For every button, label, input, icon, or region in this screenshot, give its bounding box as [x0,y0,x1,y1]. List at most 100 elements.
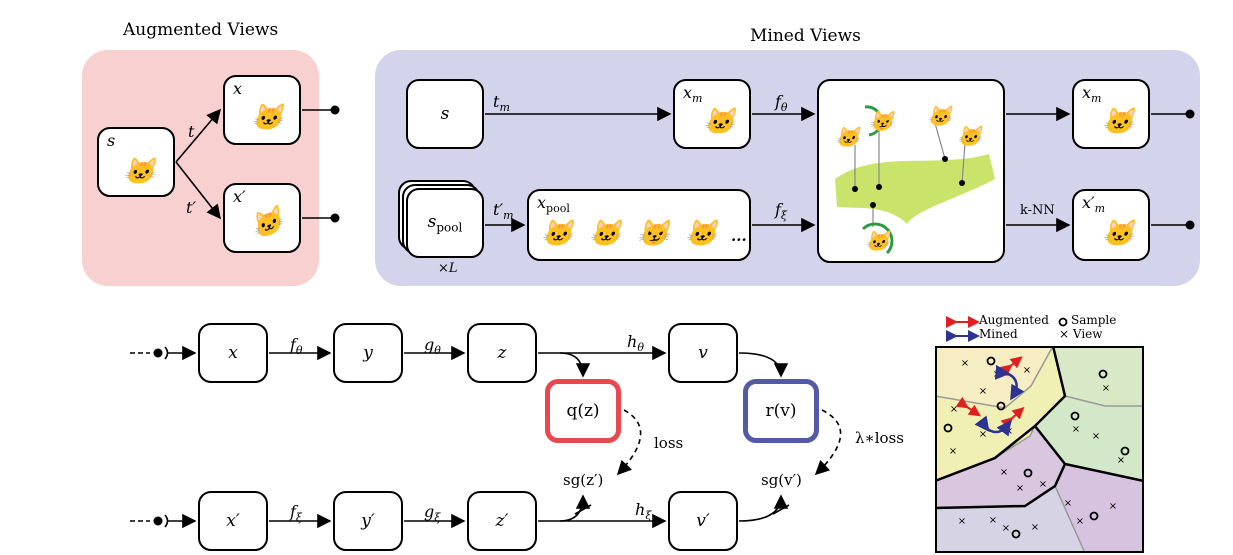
pool-views-label: xpool [537,193,570,215]
pipe-g-subscript: θ [434,344,441,358]
cat-face-icon: 🐱 [927,104,952,128]
transform-t-prime-label: t′ [186,198,197,217]
arrow-to-q [559,352,591,378]
input-dot [153,348,163,358]
mined-pair-arrow [994,364,1025,401]
green-circle-bottom [861,222,894,255]
svg-text:×: × [1109,501,1117,512]
predictor-r-node: r(v) [743,379,819,443]
voronoi-diagram: ×××× ×××× ×××× ××× ××× ×××× [935,346,1144,553]
legend-view-text: View [1072,327,1103,341]
pipeline-x-prime-node: x′ [198,491,268,551]
xpool-subscript: pool [546,202,570,216]
pool-repeat-label: ×L [438,261,458,276]
lambda-loss-dashed-arrow [814,409,842,476]
arrow-t [175,108,222,163]
cat-face-icon: 😼 [637,219,670,249]
input-socket [164,346,169,360]
cat-face-icon: 🐱 [685,219,718,249]
stop-grad-mark [574,504,592,515]
tm-label: tm [493,92,510,114]
cat-face-icon: 😼 [869,109,894,133]
f-xi-subscript: ξ [780,209,787,223]
mined-output-top-label: xm [1082,83,1101,105]
transform-t-label: t [188,122,195,141]
out-top-symbol: x [1082,83,1092,102]
output-dot [1185,220,1195,230]
stop-grad-mark [772,504,790,515]
embedding-point [852,186,858,192]
augmented-source-label: s [107,131,116,150]
svg-text:×: × [1002,523,1010,534]
tm-subscript: m [499,101,510,115]
pipe-h-xi-label: hξ [635,500,651,522]
predictor-q-node: q(z) [545,379,621,443]
output-dot [1185,109,1195,119]
pipeline-v-node: v [668,323,738,383]
pipe-h-xi-symbol: h [635,500,646,519]
augmented-views-title: Augmented Views [123,20,279,40]
cat-face-icon: 🐱 [123,157,156,187]
svg-text:×: × [1092,431,1100,442]
legend-view-label: × View [1059,327,1103,341]
pipe-h-subscript: θ [637,341,644,355]
voronoi-cell [935,426,1065,508]
augmented-view-x-label: x [233,79,243,98]
xm-subscript: m [692,92,703,106]
cat-face-icon: 🐱 [541,219,574,249]
embedding-manifold-svg [835,105,995,255]
pipe-f-xi-label: fξ [290,502,302,524]
svg-text:×: × [949,446,957,457]
loss-label: loss [654,434,684,452]
f-theta-subscript: θ [780,101,788,115]
voronoi-cell [935,486,1085,553]
pipeline-z-node: z [467,323,537,383]
cat-face-icon: 🐱 [835,125,860,149]
voronoi-cell [935,346,1053,408]
mined-output-bottom-label: x′m [1082,193,1105,215]
svg-text:×: × [1102,383,1110,394]
tm-pool-label: t′m [493,200,514,222]
knn-label: k-NN [1020,203,1055,218]
projection-line [934,122,946,160]
output-dot [330,105,340,115]
pipe-g-xi-subscript: ξ [434,511,441,525]
augmented-view-x-prime-node: x′ 🐱 [223,183,301,253]
mined-output-bottom-node: x′m 🐱 [1072,189,1150,261]
arrow-to-sg-z [559,494,591,522]
pipe-h-symbol: h [627,332,638,351]
embedding-space-node: 🐱 😼 🐱 🐱 🐱 [817,79,1005,263]
f-xi-symbol: f [775,200,781,219]
svg-text:×: × [1000,467,1008,478]
input-dot [153,516,163,526]
pool-source-label: s [427,211,437,232]
embedding-point [876,184,882,190]
embedding-point [942,156,948,162]
legend-mined-label: Mined [979,327,1018,341]
cat-face-icon: 🐱 [1102,107,1135,137]
svg-text:×: × [961,358,969,369]
pipe-f-xi-subscript: ξ [295,511,302,525]
embedding-point [959,180,965,186]
f-theta-symbol: f [775,92,781,111]
out-bottom-subscript: m [1094,202,1106,216]
pool-ellipsis: ... [731,227,747,245]
embedding-point [870,202,876,208]
sg-z-prime-label: sg(z′) [563,471,604,489]
pipe-h-theta-label: hθ [627,332,644,354]
pipeline-v-prime-node: v′ [668,491,738,551]
mined-source-label: s [440,104,450,124]
tm-pool-symbol: t′ [493,200,504,219]
input-socket [164,514,169,528]
mined-views-panel [375,50,1200,286]
voronoi-cell [935,346,1065,481]
cat-face-icon: 🐱 [1102,219,1135,249]
arrow-to-sg-v [738,494,789,522]
pipe-f-theta-label: fθ [290,335,303,357]
lambda-loss-label: λ∗loss [855,429,904,447]
mined-output-top-node: xm 🐱 [1072,79,1150,149]
svg-text:×: × [950,404,958,415]
output-dot [330,213,340,223]
